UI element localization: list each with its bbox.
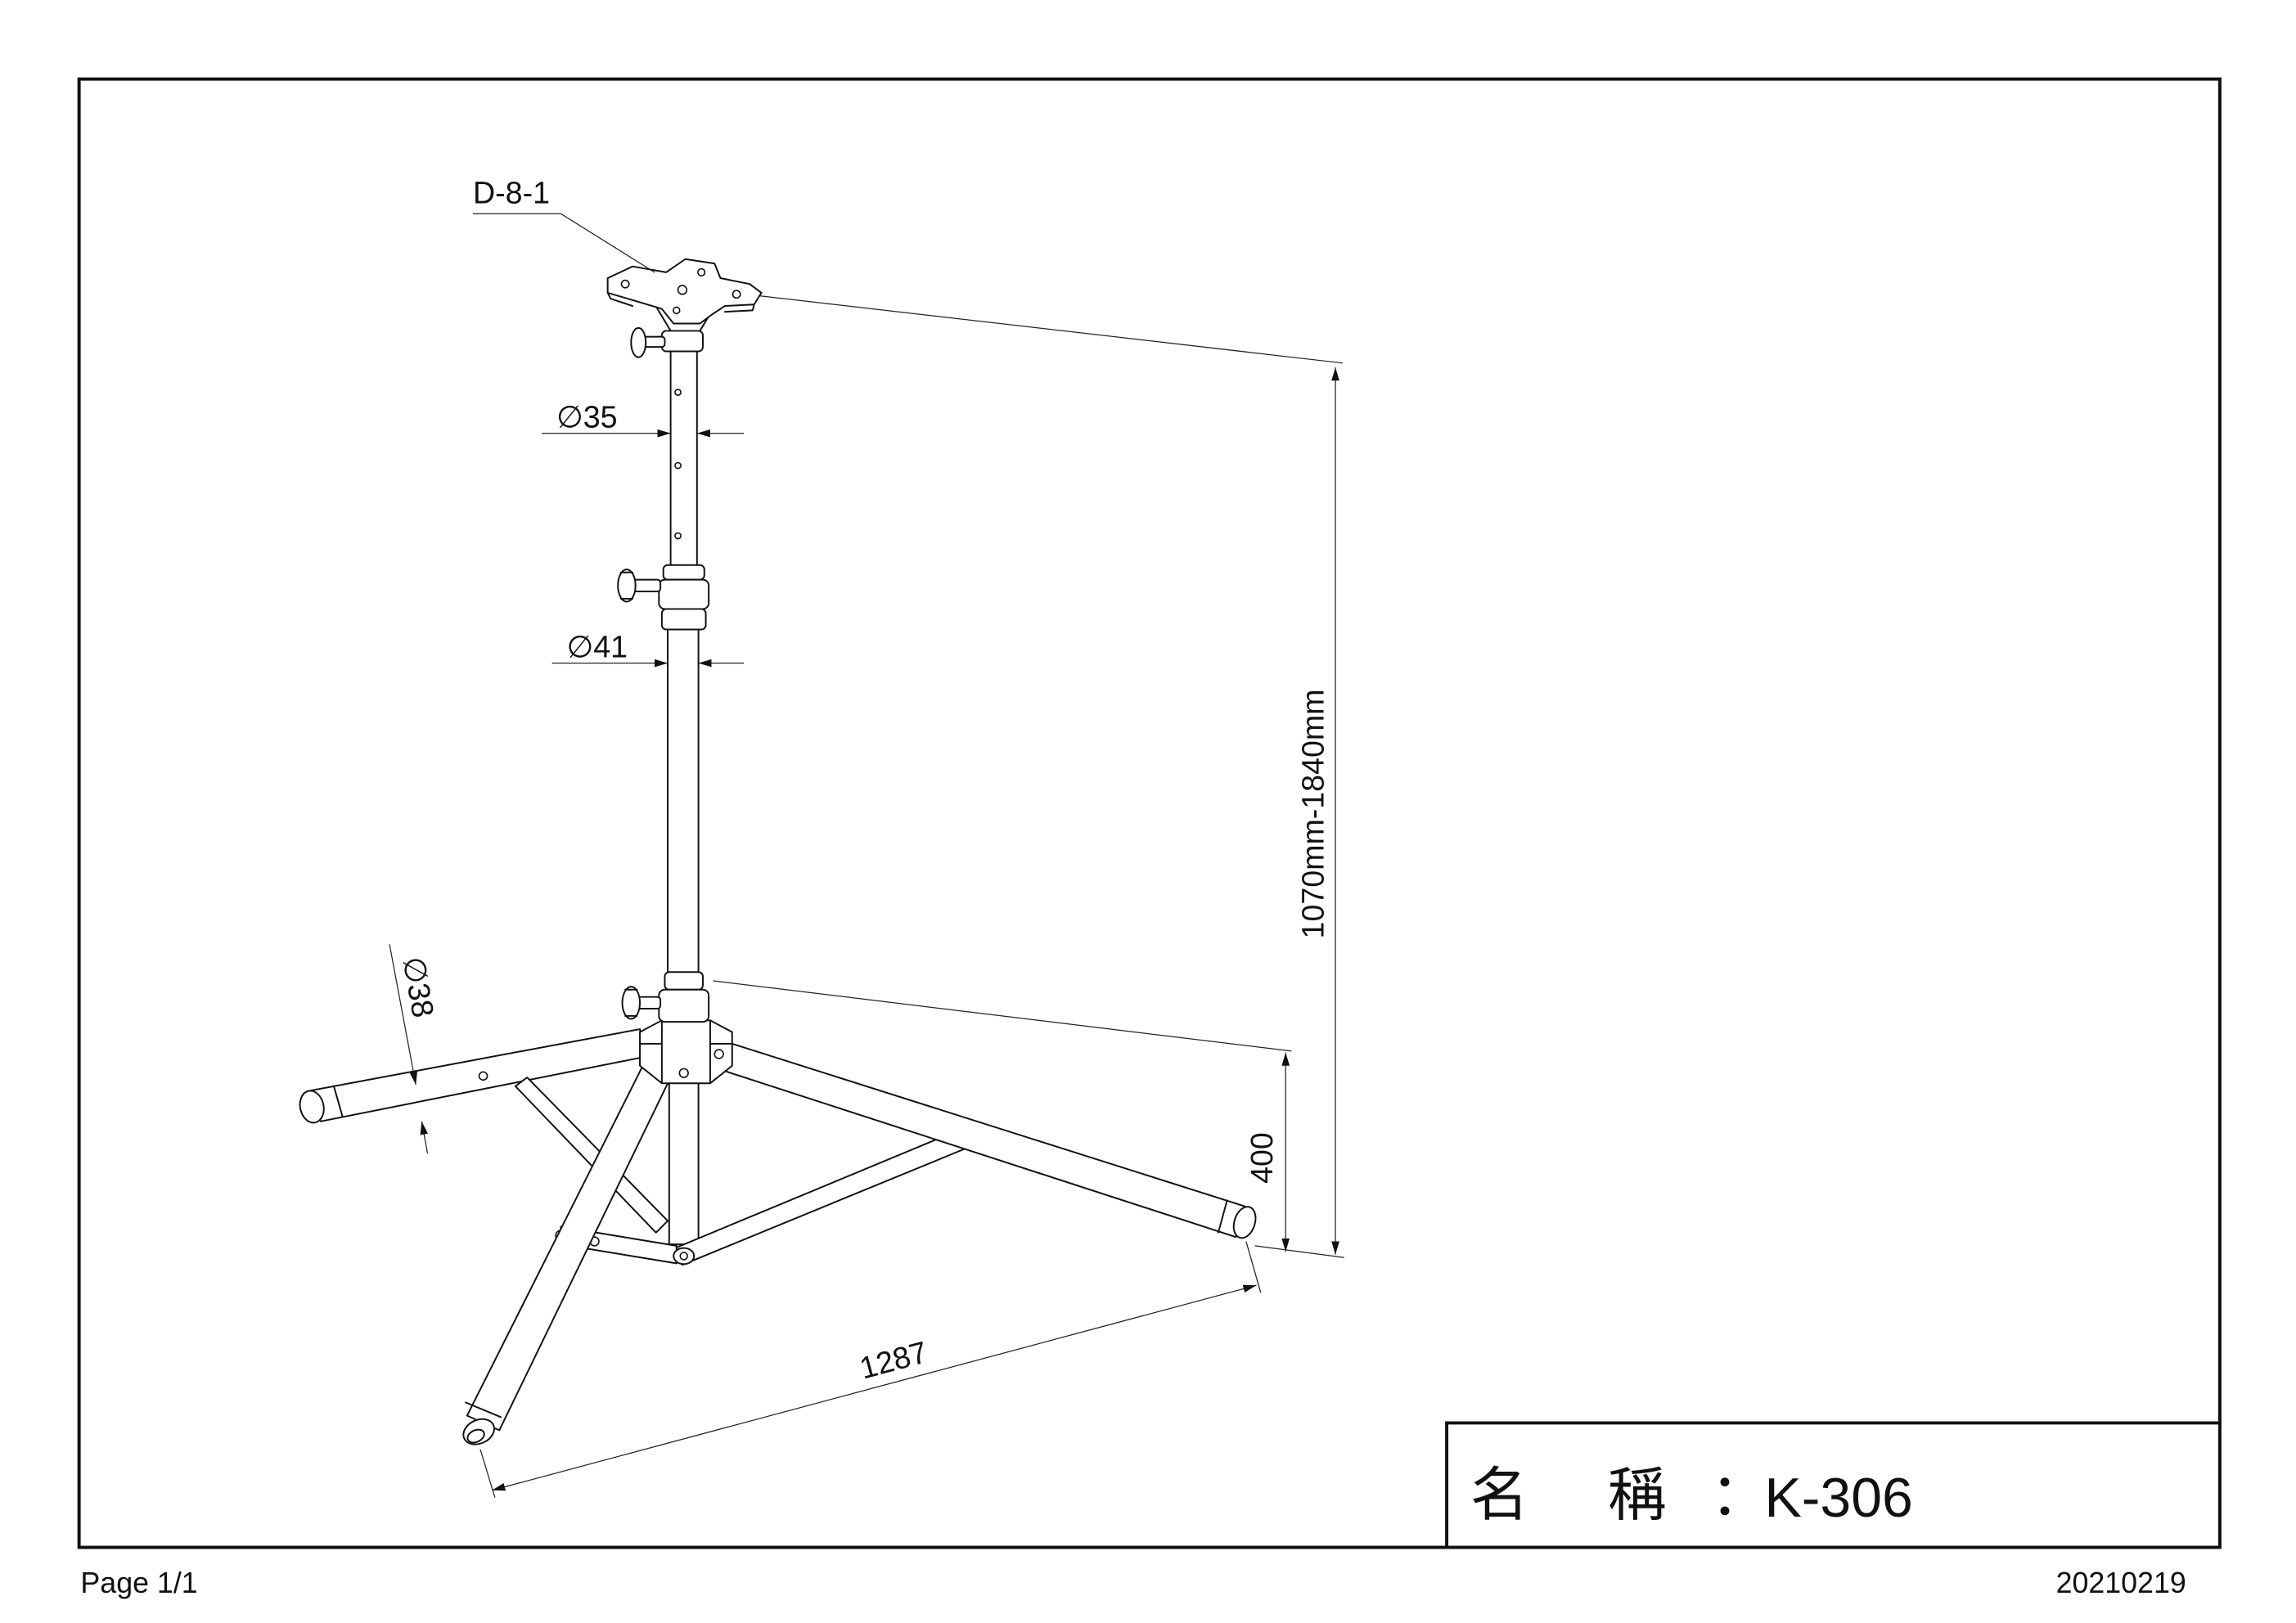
speaker-stand-drawing — [299, 258, 1257, 1445]
part-callout: D-8-1 — [473, 176, 655, 273]
top-locking-knob-icon — [630, 326, 647, 358]
rear-left-leg — [299, 1028, 646, 1124]
base-span-dimension: 1287 — [479, 1241, 1262, 1498]
mounting-plate — [606, 258, 763, 325]
leg-height-dimension: 400 — [713, 980, 1292, 1252]
drawing-border — [77, 77, 2222, 1549]
height-range-label: 1070mm-1840mm — [1296, 690, 1330, 939]
upper-tube-diameter-label: ∅35 — [556, 400, 618, 434]
lower-tube-diameter-dimension: ∅41 — [551, 630, 745, 668]
middle-clamp — [617, 564, 710, 631]
leg-tube-diameter-label: ∅38 — [396, 954, 440, 1020]
model-number: K-306 — [1764, 1467, 1912, 1529]
upper-tube — [669, 344, 698, 572]
date-code: 20210219 — [2056, 1567, 2186, 1599]
upper-tube-diameter-dimension: ∅35 — [542, 400, 745, 438]
title-block: 名 稱 ： K-306 — [1445, 1421, 2220, 1548]
center-pole-bottom — [668, 1079, 700, 1246]
lower-locking-knob-icon — [621, 986, 642, 1020]
middle-locking-knob-icon — [617, 569, 637, 603]
part-callout-label: D-8-1 — [473, 176, 550, 210]
leg-height-label: 400 — [1245, 1132, 1279, 1184]
title-label: 名 稱 — [1470, 1463, 1677, 1528]
right-brace — [673, 1125, 981, 1266]
base-span-label: 1287 — [856, 1334, 931, 1385]
leg-hub — [639, 1019, 733, 1085]
lower-clamp — [621, 971, 710, 1023]
height-range-dimension: 1070mm-1840mm — [758, 294, 1344, 1258]
page-indicator: Page 1/1 — [80, 1567, 197, 1599]
lower-tube-diameter-label: ∅41 — [567, 630, 628, 664]
leg-tube-diameter-dimension: ∅38 — [389, 944, 441, 1154]
title-separator: ： — [1710, 1463, 1769, 1528]
lower-tube — [667, 628, 700, 982]
